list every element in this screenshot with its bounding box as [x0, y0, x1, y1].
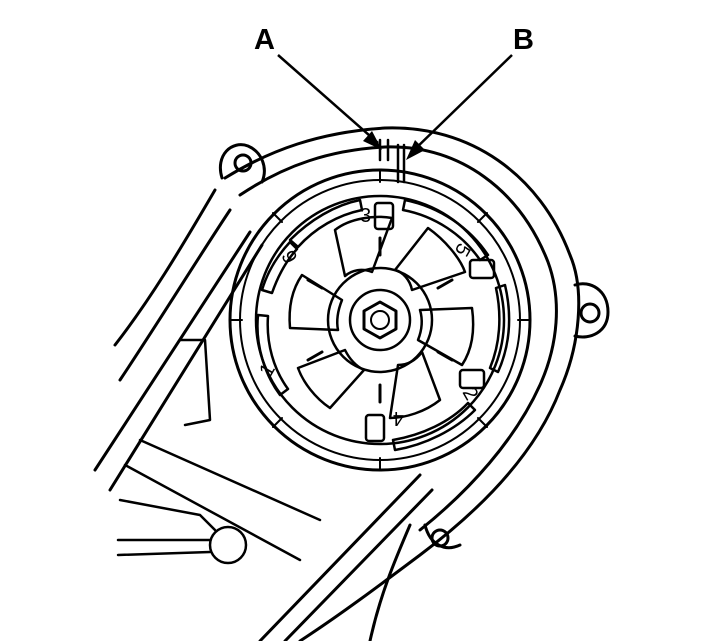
pulley-mark-4: 4 — [393, 407, 404, 429]
callout-label-a: A — [254, 24, 275, 56]
arrow-a-icon — [363, 131, 382, 150]
pulley-mark-1: 1 — [255, 360, 280, 381]
pulley-spoke-windows — [288, 215, 475, 420]
pulley-outer-slots — [256, 198, 511, 452]
pulley-mark-6: 6 — [278, 246, 303, 267]
lower-engine-parts — [116, 338, 322, 565]
arrow-b-icon — [406, 140, 425, 160]
cover-reference-mark — [378, 138, 390, 162]
mounting-lug-upper-left — [218, 143, 266, 184]
callout-a-leader — [277, 54, 382, 150]
pulley-reference-mark — [396, 143, 406, 184]
belt-cover-housing — [113, 126, 581, 641]
callout-b-leader — [406, 54, 513, 160]
pulley-tooth-notches — [229, 169, 531, 471]
camshaft-pulley — [228, 168, 532, 472]
mounting-lug-right — [573, 282, 610, 339]
mounting-lug-lower — [423, 523, 462, 550]
pulley-mark-3: 3 — [360, 205, 371, 227]
timing-belt — [93, 230, 434, 641]
pulley-timing-marks — [306, 201, 496, 443]
pulley-mark-5: 5 — [450, 239, 475, 260]
center-bolt-icon — [362, 300, 398, 340]
callout-label-b: B — [513, 24, 534, 56]
